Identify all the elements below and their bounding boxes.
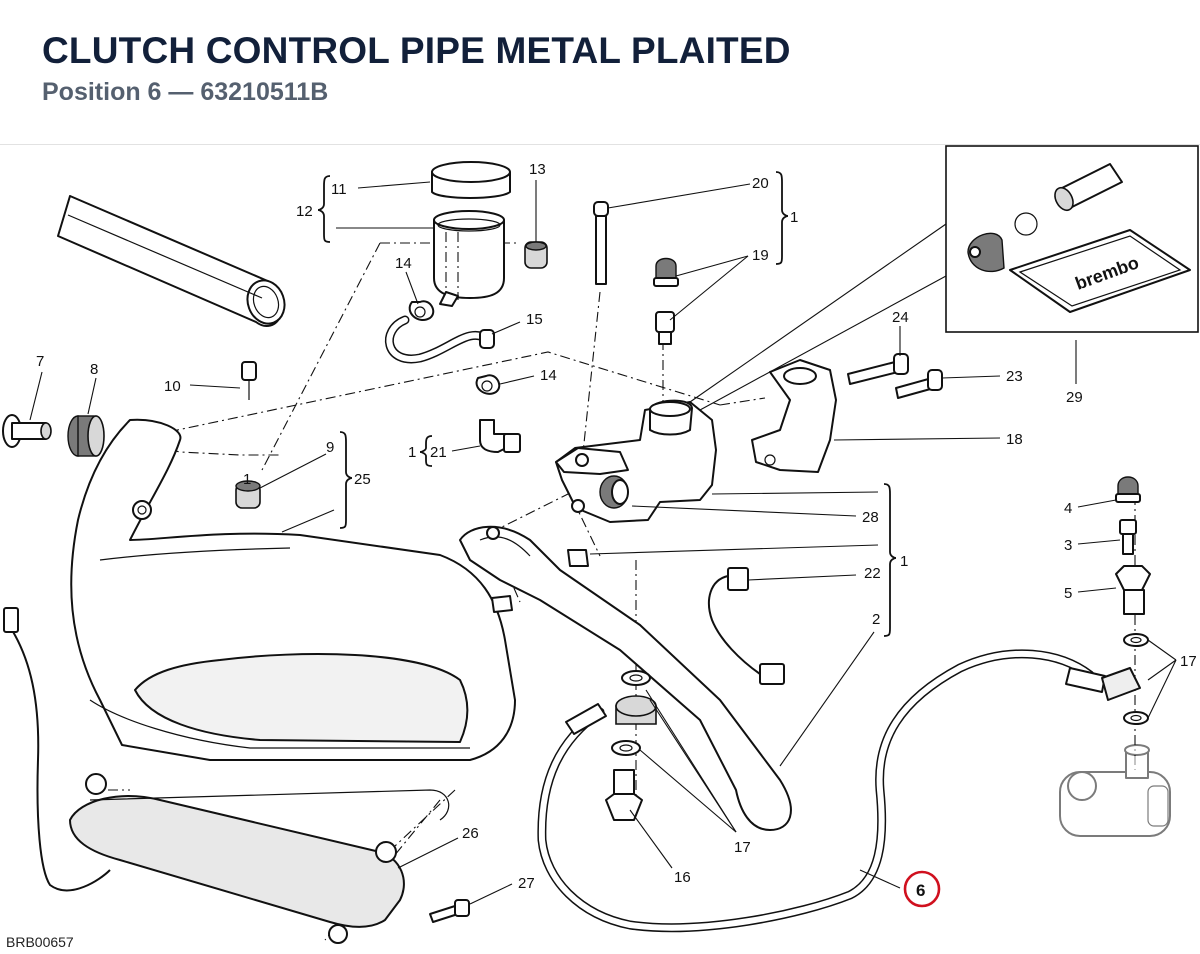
callout-1-top: 1 (790, 209, 798, 226)
header: CLUTCH CONTROL PIPE METAL PLAITED Positi… (0, 0, 1200, 145)
repair-kit-inset-29: brembo (689, 145, 1199, 411)
callout-20: 20 (752, 175, 769, 192)
callout-9: 9 (326, 439, 334, 456)
bleed-valve-19 (655, 311, 675, 345)
callout-2: 2 (872, 611, 880, 628)
callout-24: 24 (892, 309, 909, 326)
clamp-14-upper (408, 300, 435, 321)
callout-1-left: 1 (408, 444, 416, 461)
bolt-23 (895, 369, 943, 399)
union-5 (1115, 565, 1151, 615)
callout-15: 15 (526, 311, 543, 328)
screw-10 (241, 361, 257, 400)
page-title: CLUTCH CONTROL PIPE METAL PLAITED (42, 30, 791, 71)
screw-27 (429, 899, 470, 923)
clutch-pipe-6 (537, 649, 1141, 933)
position-6-label: 6 (916, 881, 925, 900)
fitting-21 (479, 419, 521, 453)
clamp-18 (751, 359, 837, 473)
hand-guard-25 (70, 418, 516, 761)
callout-14-lower: 14 (540, 367, 557, 384)
callout-1-cap: 1 (243, 471, 251, 488)
callout-1-right: 1 (900, 553, 908, 570)
bleed-cap-19 (653, 257, 679, 287)
banjo-washers-17 (611, 670, 657, 756)
group-braces (317, 171, 897, 637)
grommet-13 (524, 241, 548, 269)
switch-wire-22 (708, 567, 785, 685)
rubber-bush-8 (67, 415, 105, 457)
callout-4: 4 (1064, 500, 1072, 517)
callout-3: 3 (1064, 537, 1072, 554)
callout-21: 21 (430, 444, 447, 461)
callout-10: 10 (164, 378, 181, 395)
slave-cylinder (1059, 744, 1171, 837)
callout-5: 5 (1064, 585, 1072, 602)
callout-11: 11 (331, 181, 347, 198)
clamp-14-lower (475, 374, 501, 395)
fluid-reservoir (431, 161, 511, 307)
diagram-code: BRB00657 (6, 934, 74, 950)
clutch-master-cylinder (555, 399, 717, 523)
page-subtitle: Position 6 — 63210511B (42, 78, 329, 106)
bolt-7 (2, 414, 52, 448)
callout-19: 19 (752, 247, 769, 264)
turn-indicator-26 (69, 773, 450, 944)
leader-lines (29, 180, 1177, 905)
callout-25: 25 (354, 471, 371, 488)
callout-labels: 11 12 13 14 15 14 1 21 20 1 19 24 23 18 … (36, 161, 1197, 892)
callout-27: 27 (518, 875, 535, 892)
handlebar-tube (57, 195, 286, 327)
hose-15 (384, 315, 495, 364)
callout-22: 22 (864, 565, 881, 582)
position-6-marker[interactable]: 6 (903, 870, 941, 908)
bleeder-3 (1119, 519, 1137, 555)
callout-23: 23 (1006, 368, 1023, 385)
callout-16: 16 (674, 869, 691, 886)
callout-28: 28 (862, 509, 879, 526)
callout-18: 18 (1006, 431, 1023, 448)
callout-13: 13 (529, 161, 546, 178)
cap-4 (1115, 476, 1141, 503)
banjo-bolt-16 (605, 769, 643, 821)
callout-12: 12 (296, 203, 313, 220)
callout-26: 26 (462, 825, 479, 842)
indicator-wire (3, 607, 111, 892)
bush-9 (235, 480, 261, 509)
callout-29: 29 (1066, 389, 1083, 406)
bolt-24 (847, 353, 909, 385)
washers-17-right (1123, 633, 1149, 725)
callout-14-upper: 14 (395, 255, 412, 272)
callout-7: 7 (36, 353, 44, 370)
clutch-lever-2 (459, 525, 792, 831)
callout-8: 8 (90, 361, 98, 378)
callout-17-left: 17 (734, 839, 751, 856)
bolt-20 (593, 201, 609, 285)
callout-17-right: 17 (1180, 653, 1197, 670)
